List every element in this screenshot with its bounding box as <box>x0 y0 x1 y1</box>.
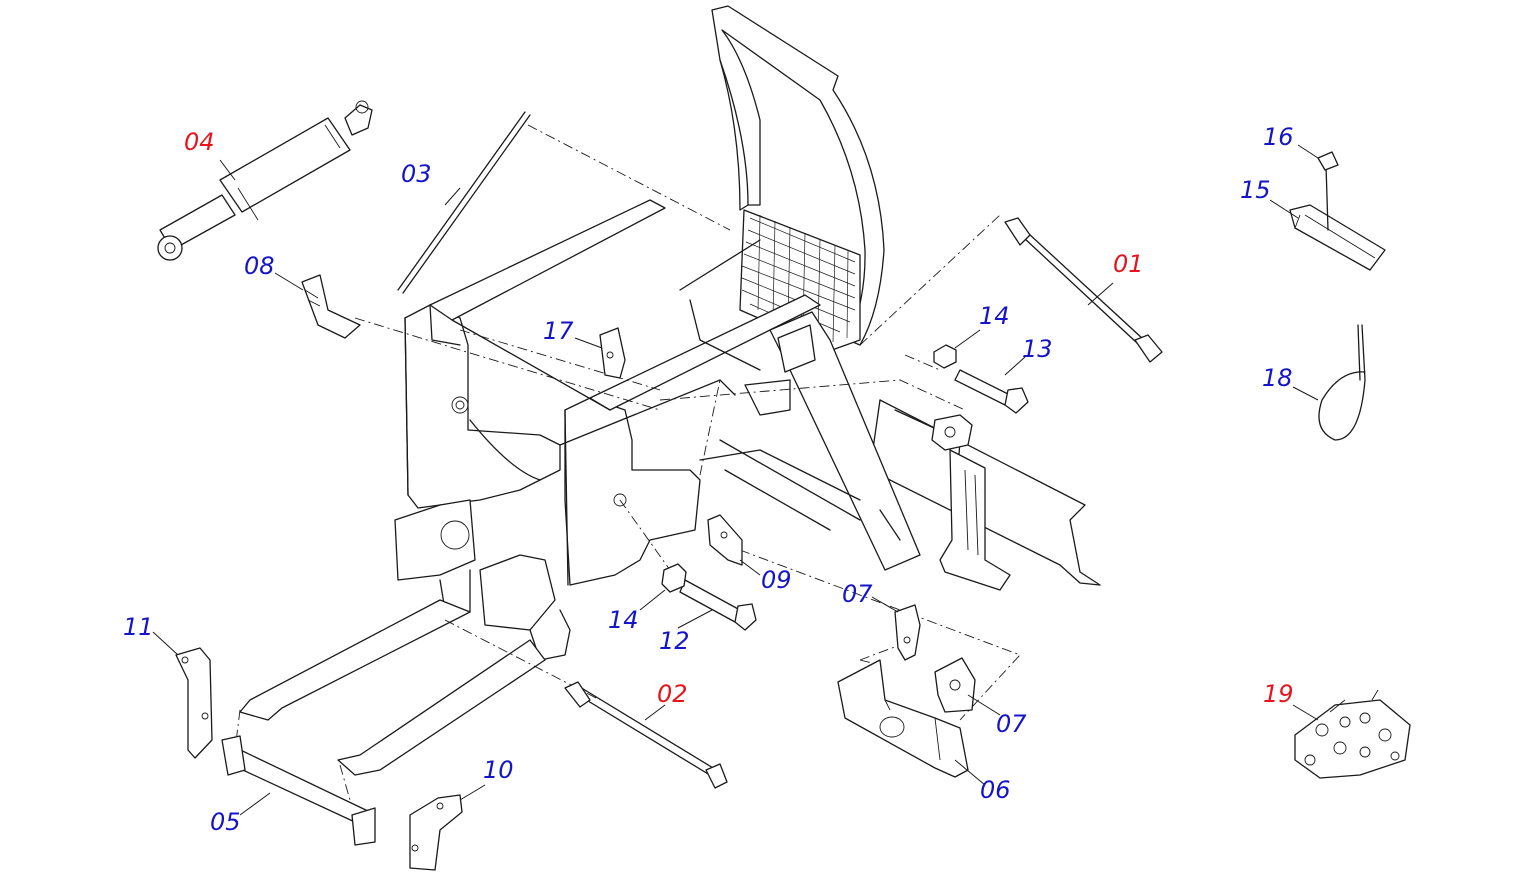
part-15-clip <box>1289 204 1386 271</box>
part-17-bracket <box>599 327 626 379</box>
callout-19: 19 <box>1263 680 1294 708</box>
callout-04: 04 <box>184 128 215 156</box>
callout-14-upper: 14 <box>979 302 1010 330</box>
callout-12: 12 <box>659 627 690 655</box>
callout-16: 16 <box>1263 123 1294 151</box>
callout-09: 09 <box>761 566 792 594</box>
part-13-pin <box>954 369 1029 414</box>
part-07-bracket-upper <box>894 604 921 661</box>
callout-17: 17 <box>543 317 574 345</box>
perforated-mesh-panel <box>741 214 856 343</box>
callout-07-lower: 07 <box>996 710 1027 738</box>
part-10-bracket <box>409 794 463 871</box>
callout-01: 01 <box>1113 250 1144 278</box>
callout-18: 18 <box>1262 364 1293 392</box>
part-05-cross-bar <box>221 735 376 846</box>
callout-06: 06 <box>980 776 1011 804</box>
part-08-bracket <box>301 274 361 339</box>
callout-15: 15 <box>1240 176 1271 204</box>
leader-lines <box>152 144 1319 816</box>
cross-beams <box>429 199 921 571</box>
lower-arms <box>239 599 546 776</box>
part-03-rod <box>397 111 531 294</box>
part-14-nut-upper <box>933 344 957 369</box>
callout-14-lower: 14 <box>608 606 639 634</box>
left-side-plate <box>394 304 561 613</box>
part-19-hardware-kit <box>1294 689 1411 779</box>
callout-10: 10 <box>483 756 514 784</box>
rear-blade <box>869 399 1101 591</box>
part-09-bracket <box>707 514 743 566</box>
part-06-bracket <box>837 659 969 778</box>
part-14-nut-lower <box>661 563 687 593</box>
callout-labels: 01 02 03 04 05 06 07 07 08 09 10 11 12 1… <box>123 123 1294 836</box>
callout-05: 05 <box>210 808 241 836</box>
callout-02: 02 <box>657 680 688 708</box>
part-12-pin <box>679 579 757 631</box>
callout-11: 11 <box>123 613 154 641</box>
callout-03: 03 <box>401 160 432 188</box>
callout-13: 13 <box>1022 335 1053 363</box>
part-04-hydraulic-cylinder <box>157 100 373 261</box>
callout-07-upper: 07 <box>842 580 873 608</box>
part-02-hose <box>564 681 728 789</box>
part-07-bracket-lower <box>934 657 976 713</box>
part-18-cable-tie <box>1318 324 1366 441</box>
callout-08: 08 <box>244 252 275 280</box>
part-11-bracket <box>175 647 213 759</box>
right-side-plate <box>479 397 701 661</box>
part-16-pin <box>1317 151 1339 231</box>
part-01-hose <box>1004 217 1163 363</box>
assembly-lines <box>234 124 1021 801</box>
